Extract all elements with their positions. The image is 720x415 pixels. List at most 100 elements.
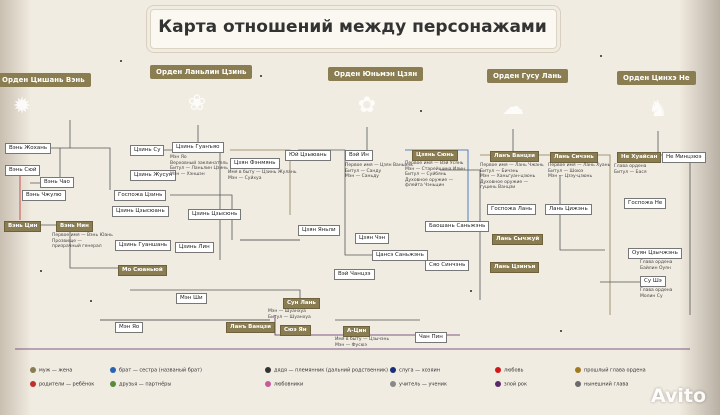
title-banner bbox=[150, 9, 557, 49]
character-node[interactable]: Цзинь Су bbox=[130, 145, 165, 156]
character-node[interactable]: Вэнь Сюй bbox=[5, 165, 41, 176]
character-note: Глава ордена Байлин Оуян bbox=[640, 260, 673, 271]
legend-item: любовь bbox=[495, 367, 523, 374]
legend-swatch bbox=[495, 367, 501, 373]
character-node[interactable]: Цзинь Цзысюань bbox=[112, 206, 169, 217]
character-node[interactable]: Вэй Ин bbox=[345, 150, 373, 161]
character-node[interactable]: Су Шэ bbox=[640, 276, 666, 287]
character-node[interactable]: Вэнь Цин bbox=[4, 221, 42, 232]
character-node[interactable]: Мэн Ши bbox=[176, 293, 207, 304]
legend-swatch bbox=[495, 381, 501, 387]
character-node[interactable]: Цзянь Сюнь bbox=[412, 150, 458, 161]
legend-swatch bbox=[265, 367, 271, 373]
character-node[interactable]: Цзинь Лин bbox=[175, 242, 214, 253]
character-note: Глава ордена Молин Су bbox=[640, 288, 673, 299]
character-node[interactable]: Лань Сичэнь bbox=[550, 152, 598, 163]
lotus-emblem-icon: ✿ bbox=[357, 93, 377, 118]
order-label-jin: Орден Ланьлин Цзинь bbox=[150, 65, 253, 79]
character-node[interactable]: Юй Цзыюань bbox=[285, 150, 331, 161]
paper-speck bbox=[90, 300, 92, 302]
legend-item: слуга — хозяин bbox=[390, 367, 440, 374]
character-note: Первое имя — Вэнь Юань Прозвище — призра… bbox=[52, 233, 113, 250]
paper-speck bbox=[40, 270, 42, 272]
paper-speck bbox=[470, 290, 472, 292]
legend-swatch bbox=[265, 381, 271, 387]
character-node[interactable]: Вэнь Чжулю bbox=[22, 190, 66, 201]
legend-item: муж — жена bbox=[30, 367, 72, 374]
paper-speck bbox=[260, 75, 262, 77]
character-note: Мэн — Шуанхуа Битул — Шуанхуа bbox=[268, 309, 311, 320]
character-node[interactable]: Лань Сычжуй bbox=[492, 234, 544, 245]
order-label-wen: Орден Цишань Вэнь bbox=[0, 73, 91, 87]
character-node[interactable]: Оуян Цзычжэнь bbox=[628, 248, 682, 259]
character-node[interactable]: Вэнь Жохань bbox=[5, 143, 52, 154]
peony-emblem-icon: ❀ bbox=[187, 91, 207, 116]
character-node[interactable]: Сун Лань bbox=[283, 298, 320, 309]
paper-speck bbox=[560, 330, 562, 332]
avito-watermark: Avito bbox=[650, 385, 706, 407]
legend-item: родители — ребёнок bbox=[30, 381, 94, 388]
sun-emblem-icon: ✹ bbox=[12, 94, 32, 119]
legend-swatch bbox=[110, 381, 116, 387]
paper-speck bbox=[120, 60, 122, 62]
legend-item: дядя — племянник (дальний родственник) bbox=[265, 367, 388, 374]
legend-item: учитель — ученик bbox=[390, 381, 447, 388]
character-node[interactable]: Лань Цижэнь bbox=[545, 204, 592, 215]
character-node[interactable]: Цзян Фэнмянь bbox=[230, 158, 280, 169]
character-node[interactable]: Баошань Саньжэнь bbox=[425, 221, 490, 232]
legend-item: брат — сестра (названый брат) bbox=[110, 367, 202, 374]
character-node[interactable]: Лань Цзинъи bbox=[490, 262, 540, 273]
character-note: Первое имя — Вэй Усянь Мэн — Старейшина … bbox=[405, 161, 466, 189]
character-node[interactable]: Госпожа Цзинь bbox=[114, 190, 167, 201]
page-title: Карта отношений между персонажами bbox=[158, 17, 547, 37]
character-node[interactable]: Цансэ Саньжэнь bbox=[372, 250, 428, 261]
legend-swatch bbox=[30, 367, 36, 373]
character-node[interactable]: Ланъ Ванцзи bbox=[490, 151, 539, 162]
beast-emblem-icon: ♞ bbox=[648, 97, 668, 122]
legend-swatch bbox=[390, 367, 396, 373]
legend-item: прошлый глава ордена bbox=[575, 367, 646, 374]
legend-item: друзья — партнёры bbox=[110, 381, 171, 388]
character-node[interactable]: Мэн Яо bbox=[115, 322, 144, 333]
order-label-jiang: Орден Юньмэн Цзян bbox=[328, 67, 424, 81]
character-node[interactable]: Вэнь Нин bbox=[56, 221, 93, 232]
character-node[interactable]: А-Цин bbox=[343, 326, 371, 337]
character-node[interactable]: Цзинь Гуанъяо bbox=[172, 142, 224, 153]
character-node[interactable]: Цзян Чэн bbox=[355, 233, 390, 244]
paper-speck bbox=[420, 110, 422, 112]
character-node[interactable]: Цзинь Гуаншань bbox=[115, 240, 172, 251]
character-node[interactable]: Цзян Яньли bbox=[298, 225, 340, 236]
character-node[interactable]: Сюэ Ян bbox=[280, 325, 311, 336]
character-note: Первое имя — Лань Чжань Битул — Бичэнь М… bbox=[480, 163, 544, 191]
character-node[interactable]: Вэнь Чао bbox=[40, 177, 74, 188]
character-note: Первое имя — Цзян Ваньинь Битул — Санду … bbox=[345, 163, 413, 180]
character-node[interactable]: Чан Пин bbox=[415, 332, 447, 343]
paper-speck bbox=[600, 55, 602, 57]
character-node[interactable]: Не Минцзюэ bbox=[662, 152, 706, 163]
character-note: Глава ордена Битул — Бася bbox=[614, 164, 647, 175]
legend-swatch bbox=[575, 381, 581, 387]
right-fold-shadow bbox=[680, 0, 720, 415]
character-note: Первое имя — Лань Хуань Битул — Шоюэ Мэн… bbox=[548, 163, 611, 180]
character-node[interactable]: Цзинь Жусун bbox=[130, 170, 177, 181]
character-node[interactable]: Ланъ Ванцзи bbox=[226, 322, 275, 333]
legend-swatch bbox=[575, 367, 581, 373]
character-node[interactable]: Не Хуайсан bbox=[617, 152, 662, 163]
character-node[interactable]: Вэй Чанцзэ bbox=[334, 269, 375, 280]
legend-item: любовники bbox=[265, 381, 303, 388]
legend-swatch bbox=[390, 381, 396, 387]
character-node[interactable]: Сяо Синчэнь bbox=[425, 260, 470, 271]
character-node[interactable]: Мо Сюаньюй bbox=[118, 265, 167, 276]
legend-swatch bbox=[110, 367, 116, 373]
character-node[interactable]: Госпожа Не bbox=[624, 198, 667, 209]
character-node[interactable]: Цзинь Цзысюнь bbox=[188, 209, 242, 220]
legend-item: злой рок bbox=[495, 381, 527, 388]
character-note: Имя в быту — Цзинь Жулань Мэн — Суйхуа bbox=[228, 170, 297, 181]
left-fold-shadow bbox=[0, 0, 30, 415]
character-node[interactable]: Госпожа Лань bbox=[487, 204, 537, 215]
cloud-emblem-icon: ☁ bbox=[502, 95, 524, 120]
legend-item: нынешний глава bbox=[575, 381, 628, 388]
character-note: Мэн Яо Верховный заклинатель Битул — Лан… bbox=[170, 155, 228, 177]
